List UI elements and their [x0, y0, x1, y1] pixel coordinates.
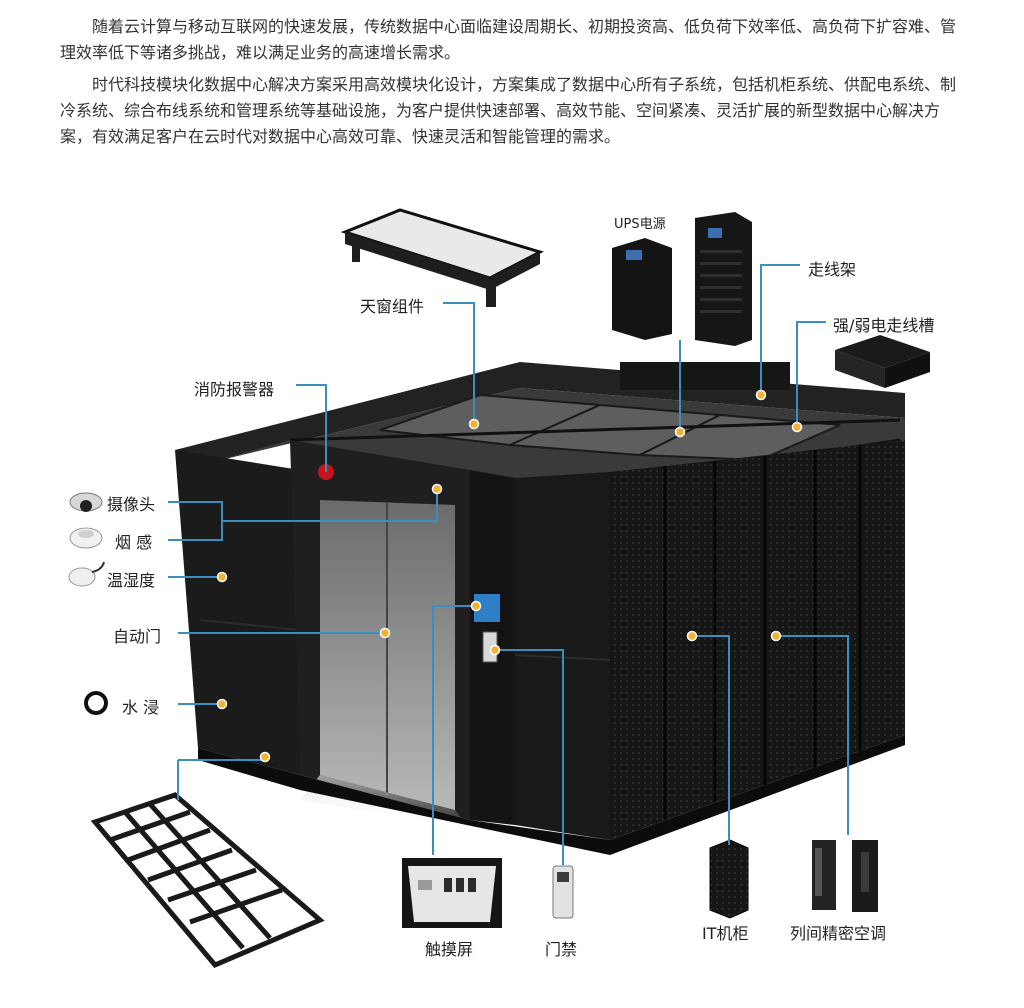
- camera-icon: [69, 492, 103, 512]
- access-control-image: [552, 865, 574, 919]
- left-wall: [175, 450, 300, 775]
- label-trunking: 强/弱电走线槽: [833, 316, 935, 335]
- label-skylight: 天窗组件: [360, 297, 425, 316]
- intro-paragraph-2: 时代科技模块化数据中心解决方案采用高效模块化设计，方案集成了数据中心所有子系统，…: [60, 75, 957, 146]
- ups-image: [612, 212, 752, 346]
- water-leak-sensor-icon: [84, 691, 108, 715]
- intro-paragraph-1: 随着云计算与移动互联网的快速发展，传统数据中心面临建设周期长、初期投资高、低负荷…: [60, 17, 957, 62]
- label-fire-alarm: 消防报警器: [194, 380, 275, 399]
- floor-frame-image: [90, 792, 325, 969]
- temp-humidity-sensor-icon: [68, 561, 105, 587]
- inrow-ac-image: [812, 840, 878, 912]
- label-auto-door: 自动门: [113, 627, 162, 646]
- label-temp-humidity: 温湿度: [107, 571, 156, 590]
- label-cable-tray: 走线架: [808, 260, 857, 279]
- callout-lines: [168, 264, 849, 865]
- it-cabinet-row: [610, 440, 905, 840]
- label-camera: 摄像头: [107, 495, 156, 514]
- it-cabinet-image: [709, 839, 749, 919]
- skylight-assembly-image: [340, 208, 544, 307]
- roof-cable-tray: [620, 362, 790, 390]
- label-access-control: 门禁: [545, 940, 578, 959]
- label-ups: UPS电源: [614, 217, 666, 232]
- label-touch-screen: 触摸屏: [425, 940, 474, 959]
- touch-screen-image: [402, 858, 502, 928]
- label-smoke: 烟 感: [115, 533, 153, 552]
- trunking-image: [835, 335, 930, 388]
- label-it-cabinet: IT机柜: [702, 924, 749, 943]
- smoke-detector-icon: [69, 527, 103, 549]
- callout-dots: [216, 389, 803, 763]
- label-inrow-ac: 列间精密空调: [790, 924, 887, 943]
- label-water: 水 浸: [122, 698, 160, 717]
- cabinet-dividers: [663, 445, 862, 820]
- base-shadow: [198, 735, 905, 855]
- intro-text: 随着云计算与移动互联网的快速发展，传统数据中心面临建设周期长、初期投资高、低负荷…: [60, 14, 965, 156]
